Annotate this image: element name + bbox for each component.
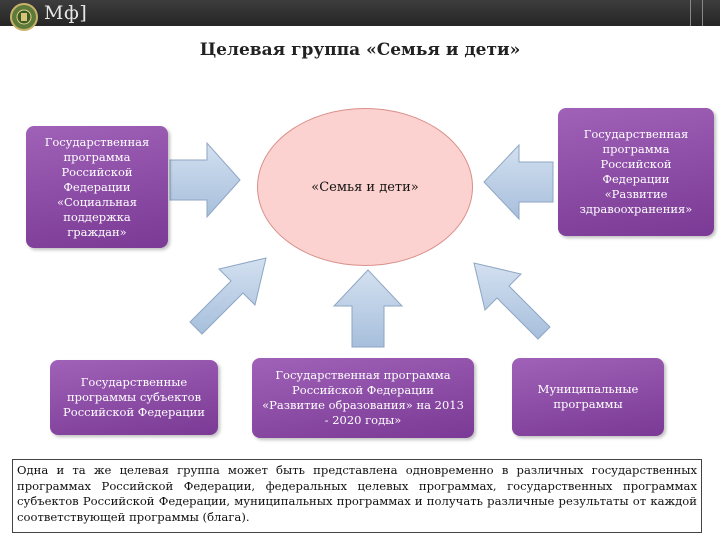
box-social-support: Государственная программа Российской Фед… [26, 126, 168, 248]
header-brand: Мф] [44, 2, 88, 24]
center-family-children: «Семья и дети» [257, 108, 473, 266]
box-healthcare-text: Государственная программа Российской Фед… [580, 127, 693, 217]
box-line: программы [553, 397, 623, 411]
box-line: «Социальная [56, 194, 137, 209]
box-line: «Развитие [604, 187, 668, 201]
box-line: - 2020 годы» [324, 413, 402, 427]
footnote-box: Одна и та же целевая группа может быть п… [12, 459, 702, 533]
box-healthcare: Государственная программа Российской Фед… [558, 108, 714, 236]
box-regional-programs: Государственные программы субъектов Росс… [50, 360, 218, 435]
box-line: программа [63, 149, 131, 164]
box-municipal: Муниципальные программы [512, 358, 664, 436]
box-line: поддержка [63, 209, 131, 224]
box-line: Российской Федерации [63, 405, 205, 419]
header-bar: Мф] [0, 0, 720, 31]
box-line: программы субъектов [66, 390, 202, 404]
box-line: Муниципальные [537, 382, 639, 396]
box-line: Государственная [44, 134, 150, 149]
box-line: Государственная [583, 127, 689, 141]
box-education-text: Государственная программа Российской Фед… [262, 368, 464, 428]
arrow-diagonal-up-left [473, 262, 551, 340]
header-divider [690, 0, 691, 26]
box-line: здравоохранения» [579, 202, 693, 216]
box-line: «Развитие образования» на 2013 [262, 398, 464, 412]
box-line: Российской Федерации [292, 383, 434, 397]
box-regional-programs-text: Государственные программы субъектов Росс… [63, 375, 205, 420]
box-line: Федерации [63, 179, 131, 194]
arrow-left [483, 143, 554, 221]
header-divider [702, 0, 703, 26]
box-line: Федерации [602, 172, 670, 186]
box-line: Государственные [80, 375, 188, 389]
box-education: Государственная программа Российской Фед… [252, 358, 474, 438]
box-line: Российской [61, 164, 133, 179]
box-social-support-text: Государственная программа Российской Фед… [45, 135, 150, 240]
arrow-up [332, 269, 404, 348]
box-line: граждан» [67, 224, 127, 239]
arrow-diagonal-up-right [189, 257, 267, 335]
box-line: программа [602, 142, 670, 156]
box-line: Российской [600, 157, 672, 171]
arrow-right [169, 141, 241, 219]
emblem-icon [10, 3, 38, 31]
box-line: Государственная программа [275, 368, 451, 382]
page-title: Целевая группа «Семья и дети» [199, 40, 521, 60]
box-municipal-text: Муниципальные программы [538, 382, 639, 412]
